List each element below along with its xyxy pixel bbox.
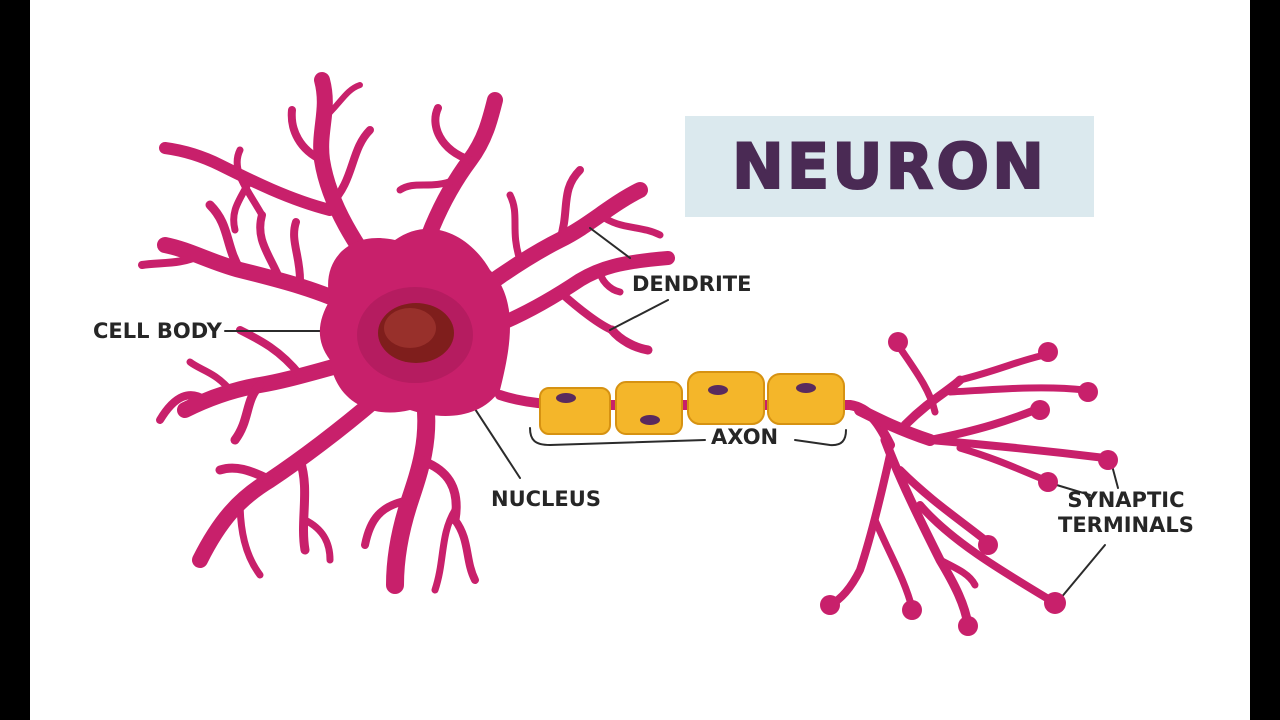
myelin-sheath bbox=[539, 371, 845, 435]
title-banner: NEURON bbox=[685, 116, 1094, 217]
label-nucleus: NUCLEUS bbox=[491, 487, 601, 511]
nucleus bbox=[378, 303, 454, 363]
schwann-nucleus bbox=[708, 385, 728, 395]
label-dendrite: DENDRITE bbox=[632, 272, 752, 296]
synaptic-branches bbox=[826, 344, 1109, 630]
label-synaptic-terminals: SYNAPTIC TERMINALS bbox=[1058, 488, 1194, 538]
label-synaptic-line2: TERMINALS bbox=[1058, 513, 1194, 537]
synaptic-terminals bbox=[820, 332, 1118, 636]
label-synaptic-line1: SYNAPTIC bbox=[1067, 488, 1185, 512]
myelin-segment bbox=[539, 387, 611, 435]
label-cell-body: CELL BODY bbox=[93, 319, 222, 343]
myelin-segment bbox=[767, 373, 845, 425]
schwann-nucleus bbox=[796, 383, 816, 393]
myelin-segment bbox=[687, 371, 765, 425]
page-title: NEURON bbox=[731, 129, 1047, 204]
label-axon: AXON bbox=[711, 425, 779, 449]
schwann-nucleus bbox=[556, 393, 576, 403]
schwann-nucleus bbox=[640, 415, 660, 425]
myelin-segment bbox=[615, 381, 683, 435]
